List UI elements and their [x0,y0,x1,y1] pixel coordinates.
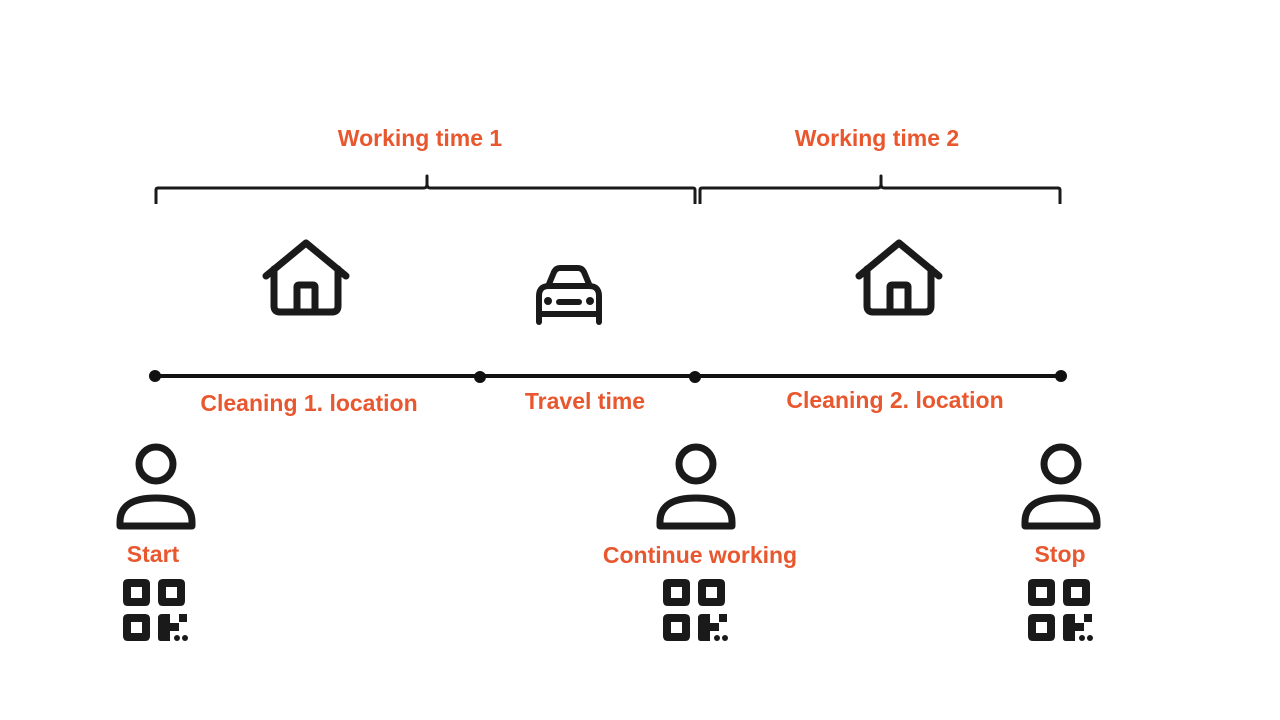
car-icon [536,265,602,325]
person-icon [1021,443,1101,530]
house-icon [262,239,350,316]
segment-label-cleaning-1: Cleaning 1. location [200,390,418,416]
event-label-start: Start [126,541,180,567]
event-label-continue-working: Continue working [602,542,798,568]
timeline-node-continue [689,371,701,383]
person-icon [656,443,736,530]
qr-code-icon [1028,579,1093,641]
qr-code-icon [123,579,188,641]
working-time-2-label: Working time 2 [794,125,960,151]
segment-label-travel: Travel time [524,388,646,414]
house-icon [855,239,943,316]
brace-working-time-1 [154,174,697,204]
segment-label-cleaning-2: Cleaning 2. location [786,387,1004,413]
event-label-stop: Stop [1034,541,1086,567]
qr-code-icon [663,579,728,641]
person-icon [116,443,196,530]
working-time-1-label: Working time 1 [337,125,503,151]
timeline-node-travel [474,371,486,383]
brace-working-time-2 [698,174,1062,204]
timeline-node-start [149,370,161,382]
timeline-node-stop [1055,370,1067,382]
